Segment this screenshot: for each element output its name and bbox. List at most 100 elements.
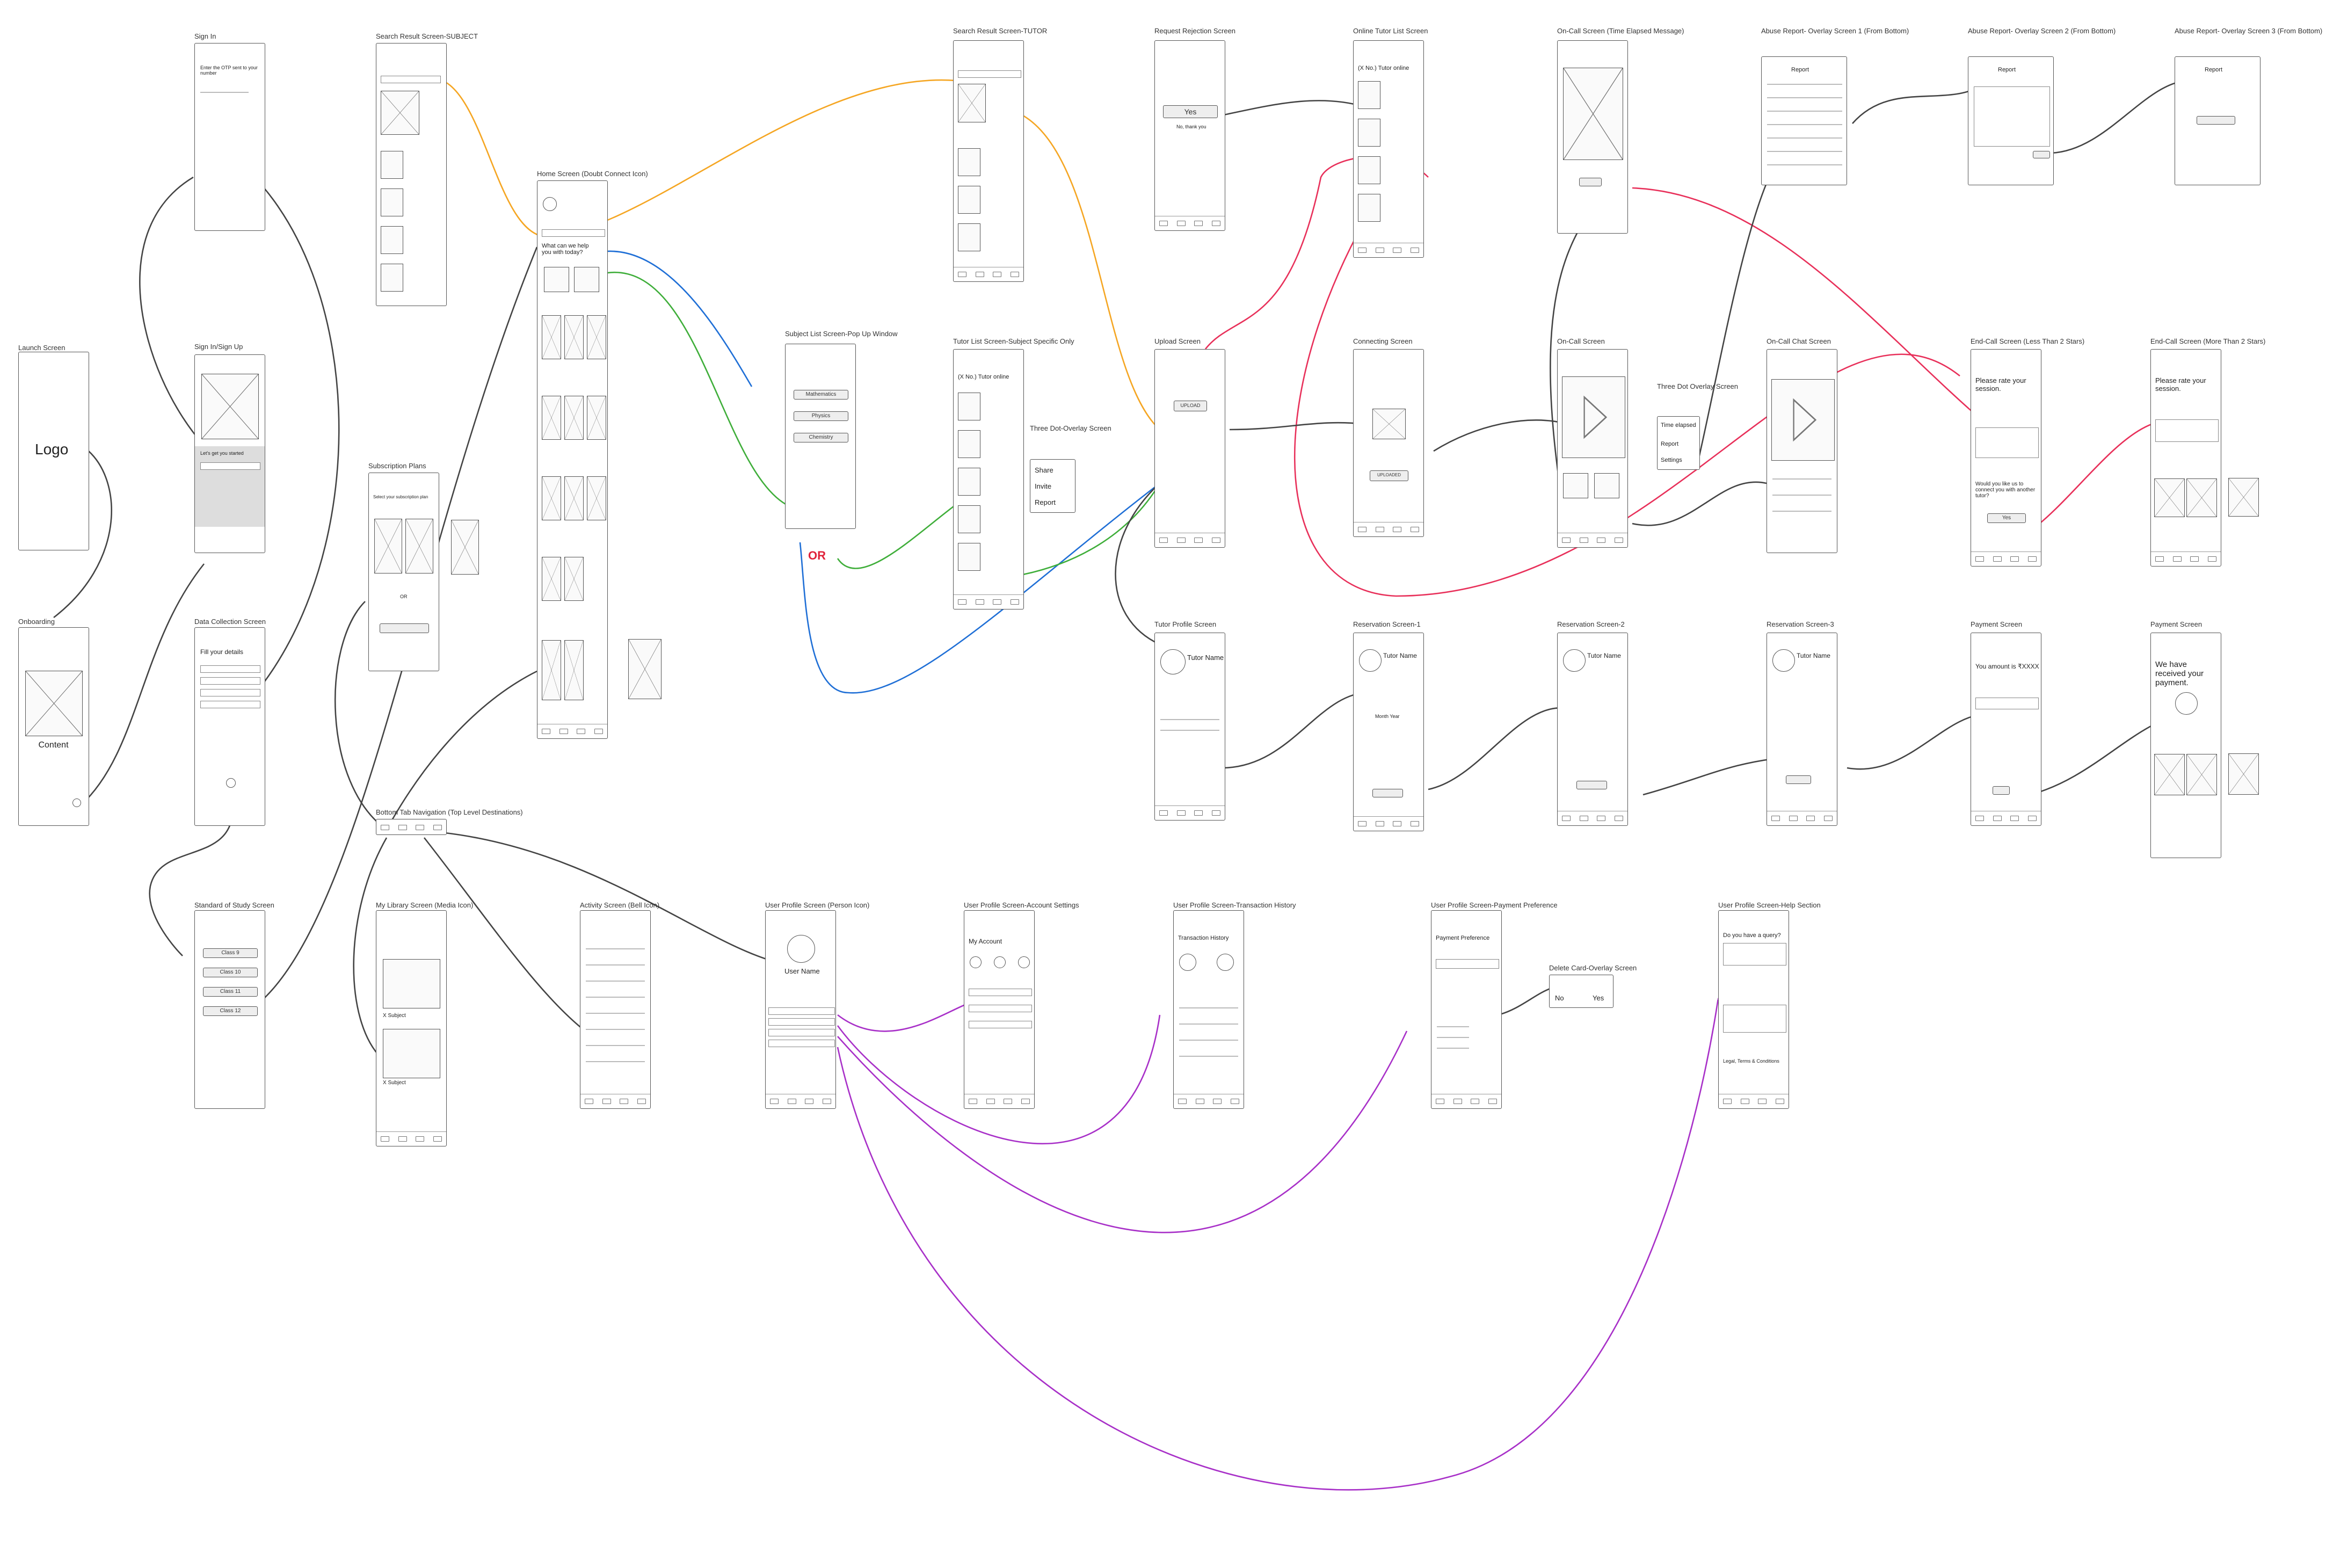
class-11-button[interactable]: Class 11 (203, 987, 258, 997)
report-reason-item[interactable] (1767, 124, 1842, 125)
next-button[interactable] (226, 778, 236, 788)
continue-button[interactable] (1576, 781, 1607, 789)
upload-bottom-nav[interactable] (1155, 533, 1225, 547)
reservation1-bottom-nav[interactable] (1354, 816, 1423, 831)
option-icon[interactable] (1018, 956, 1030, 968)
report-reason-item[interactable] (1767, 97, 1842, 98)
pay-button[interactable] (1993, 786, 2010, 795)
option-icon[interactable] (1179, 954, 1196, 971)
tutor-thumbnail[interactable] (1358, 156, 1380, 184)
tutor-thumbnail[interactable] (1358, 119, 1380, 147)
dismiss-button[interactable] (1579, 178, 1602, 186)
content-card[interactable] (564, 315, 584, 359)
content-card[interactable] (564, 476, 584, 520)
submitted-button[interactable] (2197, 116, 2235, 125)
video-thumbnail[interactable] (383, 1029, 440, 1078)
tutor-thumbnail[interactable] (958, 543, 980, 571)
bottom-tab-nav[interactable] (376, 821, 446, 834)
otp-input[interactable] (200, 92, 249, 93)
chemistry-button[interactable]: Chemistry (794, 433, 848, 442)
tutor-thumbnail[interactable] (958, 393, 980, 420)
user-profile-bottom-nav[interactable] (766, 1094, 835, 1108)
plan-card[interactable] (374, 519, 402, 574)
transaction-history-bottom-nav[interactable] (1174, 1094, 1244, 1108)
tutor-thumbnail[interactable] (958, 468, 980, 496)
help-bottom-nav[interactable] (1719, 1094, 1789, 1108)
library-bottom-nav[interactable] (376, 1131, 446, 1146)
transaction-history-link[interactable] (768, 1018, 835, 1026)
recommendation-card[interactable] (2154, 754, 2185, 795)
plan-card[interactable] (451, 520, 479, 575)
confirm-button[interactable] (1786, 775, 1811, 784)
report-reason-item[interactable] (1767, 111, 1842, 112)
content-card[interactable] (542, 640, 561, 700)
plan-card[interactable] (405, 519, 433, 574)
payment-pref-bottom-nav[interactable] (1431, 1094, 1501, 1108)
online-tutor-bottom-nav[interactable] (1354, 243, 1423, 257)
content-card[interactable] (564, 557, 584, 601)
content-card[interactable] (587, 396, 606, 440)
doubts-tile[interactable] (544, 267, 569, 292)
recommendation-card[interactable] (2228, 478, 2259, 517)
no-button[interactable]: No (1555, 994, 1564, 1002)
next-button[interactable] (72, 798, 81, 807)
faq-list[interactable] (1723, 1005, 1786, 1033)
request-rejection-bottom-nav[interactable] (1155, 216, 1225, 230)
payment-option[interactable] (1437, 1048, 1469, 1049)
content-card[interactable] (542, 476, 561, 520)
account-settings-bottom-nav[interactable] (964, 1094, 1034, 1108)
continue-button[interactable] (1372, 789, 1403, 797)
content-card[interactable] (628, 639, 662, 699)
invite-menu-item[interactable]: Invite (1035, 482, 1052, 490)
recommendation-card[interactable] (2228, 753, 2259, 795)
video-thumbnail[interactable] (383, 959, 440, 1008)
reservation3-bottom-nav[interactable] (1767, 811, 1837, 825)
oncall-controls[interactable] (1558, 533, 1627, 547)
report-reason-item[interactable] (1767, 137, 1842, 139)
yes-button[interactable]: Yes (1987, 513, 2026, 523)
report-reason-item[interactable] (1767, 84, 1842, 85)
endcall-less-bottom-nav[interactable] (1971, 551, 2041, 566)
settings-field[interactable] (969, 1005, 1032, 1012)
report-description-input[interactable] (1974, 86, 2050, 147)
report-menu-item[interactable]: Report (1661, 441, 1679, 447)
yes-button[interactable]: Yes (1163, 105, 1218, 118)
feedback-input[interactable] (1975, 427, 2039, 458)
content-card[interactable] (564, 396, 584, 440)
option-icon[interactable] (1217, 954, 1234, 971)
payment-option[interactable] (1437, 1037, 1469, 1038)
tutor-thumbnail[interactable] (958, 186, 980, 214)
reservation2-bottom-nav[interactable] (1558, 811, 1627, 825)
time-elapsed-item[interactable]: Time elapsed (1661, 422, 1696, 429)
tutor-profile-bottom-nav[interactable] (1155, 805, 1225, 820)
share-menu-item[interactable]: Share (1035, 466, 1053, 474)
settings-field[interactable] (969, 989, 1032, 996)
no-thanks-link[interactable]: No, thank you (1176, 124, 1206, 129)
report-reason-item[interactable] (1767, 151, 1842, 152)
content-card[interactable] (542, 557, 561, 601)
content-card[interactable] (587, 476, 606, 520)
home-bottom-nav[interactable] (537, 724, 607, 738)
dob-field[interactable] (200, 689, 260, 696)
connect-button[interactable] (380, 623, 429, 633)
search-input[interactable] (958, 70, 1021, 78)
content-card[interactable] (564, 640, 584, 700)
content-card[interactable] (542, 396, 561, 440)
class-9-button[interactable]: Class 9 (203, 948, 258, 958)
activity-bottom-nav[interactable] (580, 1094, 650, 1108)
settings-field[interactable] (969, 1021, 1032, 1028)
recommendation-card[interactable] (2186, 754, 2217, 795)
name-field[interactable] (200, 665, 260, 673)
mathematics-button[interactable]: Mathematics (794, 390, 848, 400)
email-field[interactable] (200, 677, 260, 685)
payment-bottom-nav[interactable] (1971, 811, 2041, 825)
report-menu-item[interactable]: Report (1035, 498, 1056, 506)
connecting-bottom-nav[interactable] (1354, 522, 1423, 536)
tutor-thumbnail[interactable] (958, 430, 980, 458)
content-card[interactable] (587, 315, 606, 359)
class-10-button[interactable]: Class 10 (203, 968, 258, 977)
payment-option[interactable] (1437, 1026, 1469, 1027)
yes-button[interactable]: Yes (1593, 994, 1604, 1002)
tutor-list-bottom-nav[interactable] (954, 594, 1023, 609)
settings-menu-item[interactable]: Settings (1661, 457, 1682, 463)
